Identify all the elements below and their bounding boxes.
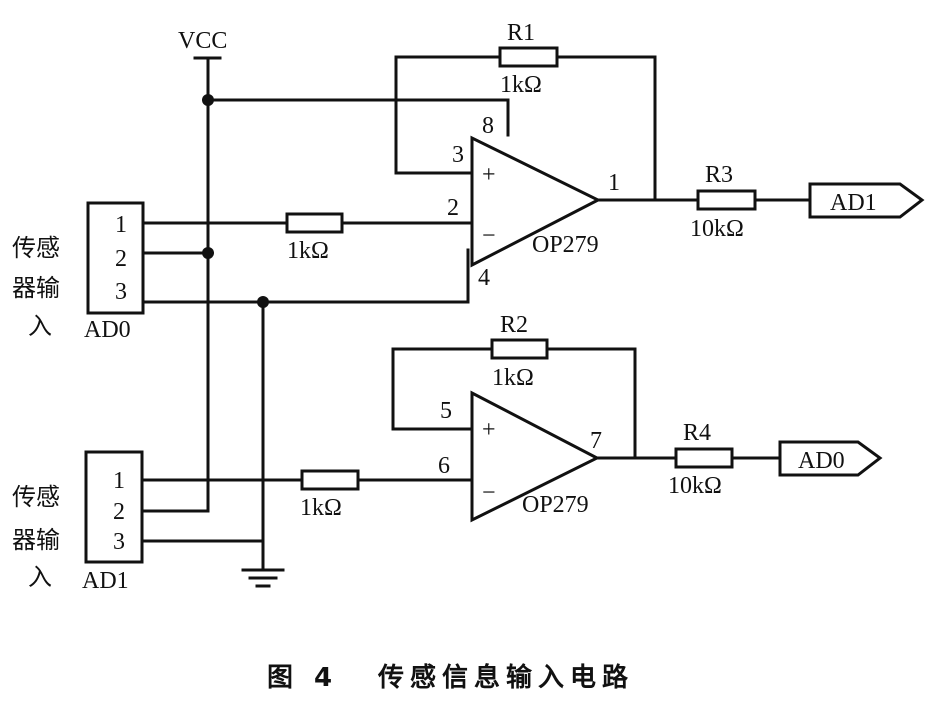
connector-ad1-pin1: 1 [113,468,125,494]
resistor-r2-name: R2 [500,312,528,338]
opamp-2 [470,390,601,523]
connector-ad0-desc-line3: 入 [28,312,52,340]
output-port-ad0 [778,440,883,477]
opamp-2-part: OP279 [522,492,589,518]
opamp-1-plus-sign: + [482,162,496,188]
connector-ad1-desc-line3: 入 [28,563,52,591]
resistor-r1-name: R1 [507,20,535,46]
opamp-2-pin-minus: 6 [438,453,450,479]
opamp-1-part: OP279 [532,232,599,258]
resistor-r4 [674,447,734,469]
opamp-1-pin-vplus: 8 [482,113,494,139]
opamp-2-minus-sign: − [482,480,496,506]
resistor-input-top-value: 1kΩ [287,238,329,264]
resistor-r4-name: R4 [683,420,711,446]
vcc-label: VCC [178,28,227,54]
opamp-1-pin-plus: 3 [452,142,464,168]
junction-ad0-gnd [257,296,269,308]
wire-ad1-pin2 [140,503,210,513]
resistor-r3-name: R3 [705,162,733,188]
connector-ad1 [84,450,144,564]
connector-ad0-desc-line1: 传感 [12,234,60,262]
figure-title: 传感信息输入电路 [377,662,634,693]
opamp-2-pin-out: 7 [590,428,602,454]
resistor-input-top [285,212,344,234]
opamp-1-pin-minus: 2 [447,195,459,221]
wire-r1-left [394,55,502,175]
resistor-input-bottom [300,469,360,491]
wire-r2-right [545,347,637,460]
opamp-1-pin-out: 1 [608,170,620,196]
connector-ad0-name: AD0 [84,317,131,343]
resistor-r3 [696,189,757,211]
connector-ad0-pin2: 2 [115,246,127,272]
output-port-ad0-label: AD0 [798,448,845,474]
connector-ad1-desc-line2: 器输 [12,526,60,554]
resistor-r1 [498,46,559,68]
resistor-input-bottom-value: 1kΩ [300,495,342,521]
connector-ad1-desc-line1: 传感 [12,483,60,511]
opamp-2-plus-sign: + [482,417,496,443]
figure-number: 图 4 [267,663,338,693]
wire-r2-left [391,347,494,431]
opamp-1-minus-sign: − [482,223,496,249]
output-port-ad1 [808,182,925,219]
connector-ad1-pin3: 3 [113,529,125,555]
junction-ad0-vcc [202,247,214,259]
connector-ad1-pin2: 2 [113,499,125,525]
resistor-r2-value: 1kΩ [492,365,534,391]
connector-ad0-pin1: 1 [115,212,127,238]
opamp-2-pin-plus: 5 [440,398,452,424]
resistor-r2 [490,338,549,360]
connector-ad1-name: AD1 [82,568,129,594]
resistor-r1-value: 1kΩ [500,72,542,98]
wire-r1-right [555,55,657,202]
resistor-r3-value: 10kΩ [690,216,744,242]
opamp-1-pin-vminus: 4 [478,265,490,291]
output-port-ad1-label: AD1 [830,190,877,216]
connector-ad0 [86,201,145,315]
opamp-1 [470,135,602,268]
connector-ad0-pin3: 3 [115,279,127,305]
connector-ad0-desc-line2: 器输 [12,274,60,302]
resistor-r4-value: 10kΩ [668,473,722,499]
